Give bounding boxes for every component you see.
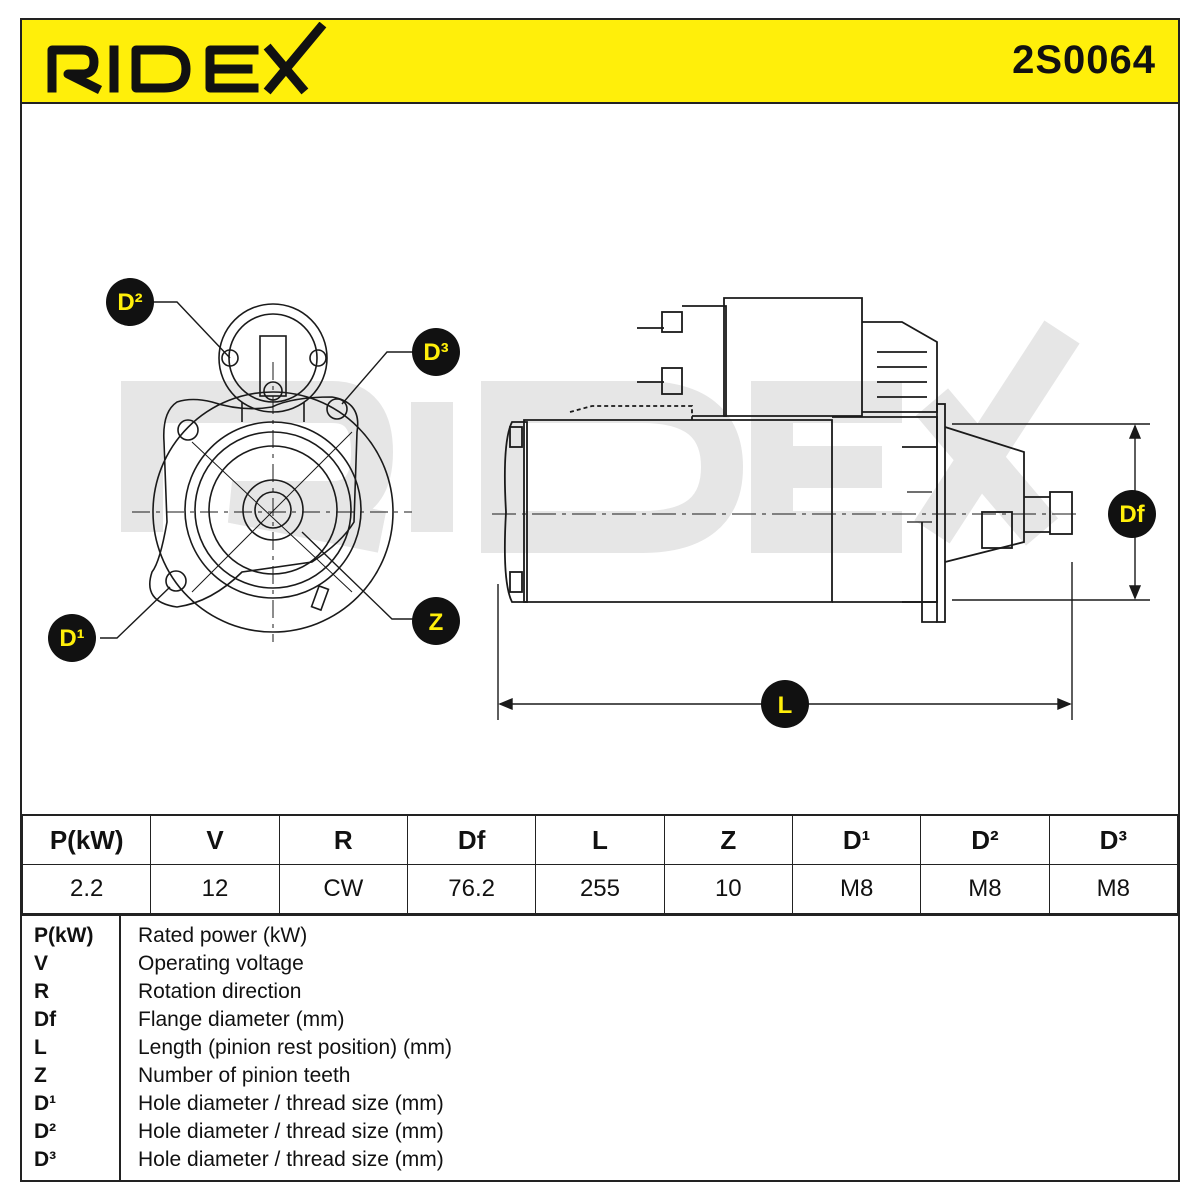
spec-value-row: 2.2 12 CW 76.2 255 10 M8 M8 M8 (21, 864, 1179, 914)
legend-key: P(kW) (34, 924, 94, 947)
legend-key: Z (34, 1064, 47, 1087)
legend-item: Df Flange diameter (mm) (22, 1008, 1178, 1036)
dimension-lines (100, 301, 1150, 720)
callout-l: L (761, 680, 809, 728)
spec-value: 10 (663, 864, 793, 914)
spec-value: 2.2 (21, 864, 152, 914)
spec-header: D¹ (791, 814, 922, 865)
legend-key: Df (34, 1008, 57, 1031)
side-view (492, 297, 1082, 623)
watermark-logo (121, 320, 1080, 553)
legend-key: R (34, 980, 50, 1003)
spec-header: P(kW) (21, 814, 152, 865)
legend-desc: Rated power (kW) (138, 924, 308, 947)
legend-desc: Hole diameter / thread size (mm) (138, 1148, 444, 1171)
legend-item: D³ Hole diameter / thread size (mm) (22, 1148, 1178, 1176)
legend-key: L (34, 1036, 47, 1059)
spec-value: M8 (1048, 864, 1179, 914)
spec-header: V (150, 814, 280, 865)
starter-motor-drawing: D² D³ Z D¹ L Df (48, 278, 1156, 728)
spec-header: R (278, 814, 408, 865)
svg-text:D³: D³ (423, 339, 448, 366)
spec-value: CW (278, 864, 408, 914)
svg-text:Z: Z (429, 609, 444, 636)
legend-desc: Length (pinion rest position) (mm) (138, 1036, 452, 1059)
legend-item: D² Hole diameter / thread size (mm) (22, 1120, 1178, 1148)
spec-value: 76.2 (406, 864, 537, 914)
spec-value: 12 (150, 864, 280, 914)
callout-d1: D¹ (48, 614, 96, 662)
legend-desc: Operating voltage (138, 952, 304, 975)
legend-desc: Flange diameter (mm) (138, 1008, 345, 1031)
callout-d3: D³ (412, 328, 460, 376)
svg-text:D¹: D¹ (59, 625, 84, 652)
spec-header: D³ (1048, 814, 1179, 865)
callout-d2: D² (106, 278, 154, 326)
front-view (132, 303, 412, 642)
legend-key: V (34, 952, 49, 975)
callout-z: Z (412, 597, 460, 645)
technical-drawing: D² D³ Z D¹ L Df (22, 104, 1178, 814)
legend-item: L Length (pinion rest position) (mm) (22, 1036, 1178, 1064)
legend-desc: Rotation direction (138, 980, 302, 1003)
legend-key: D¹ (34, 1092, 57, 1115)
spec-header: D² (920, 814, 1050, 865)
datasheet: 2S0064 (20, 18, 1180, 1182)
legend: P(kW) Rated power (kW) V Operating volta… (22, 914, 1178, 1182)
legend-item: D¹ Hole diameter / thread size (mm) (22, 1092, 1178, 1120)
legend-key: D³ (34, 1148, 57, 1171)
legend-key: D² (34, 1120, 57, 1143)
svg-text:Df: Df (1119, 501, 1145, 528)
legend-desc: Number of pinion teeth (138, 1064, 351, 1087)
svg-text:D²: D² (117, 289, 142, 316)
legend-item: P(kW) Rated power (kW) (22, 924, 1178, 952)
legend-item: V Operating voltage (22, 952, 1178, 980)
legend-item: R Rotation direction (22, 980, 1178, 1008)
spec-header-row: P(kW) V R Df L Z D¹ D² D³ (21, 814, 1179, 865)
legend-desc: Hole diameter / thread size (mm) (138, 1092, 444, 1115)
spec-value: M8 (791, 864, 922, 914)
callout-df: Df (1108, 490, 1156, 538)
spec-table: P(kW) V R Df L Z D¹ D² D³ 2.2 12 CW 76.2… (21, 814, 1179, 914)
spec-value: M8 (920, 864, 1050, 914)
part-number: 2S0064 (1012, 38, 1156, 82)
spec-header: L (535, 814, 665, 865)
legend-item: Z Number of pinion teeth (22, 1064, 1178, 1092)
svg-text:L: L (778, 692, 793, 719)
spec-header: Z (663, 814, 793, 865)
spec-value: 255 (535, 864, 665, 914)
legend-desc: Hole diameter / thread size (mm) (138, 1120, 444, 1143)
header-bar: 2S0064 (22, 20, 1178, 104)
spec-header: Df (406, 814, 537, 865)
legend-divider (119, 916, 121, 1182)
ridex-logo (47, 22, 327, 95)
